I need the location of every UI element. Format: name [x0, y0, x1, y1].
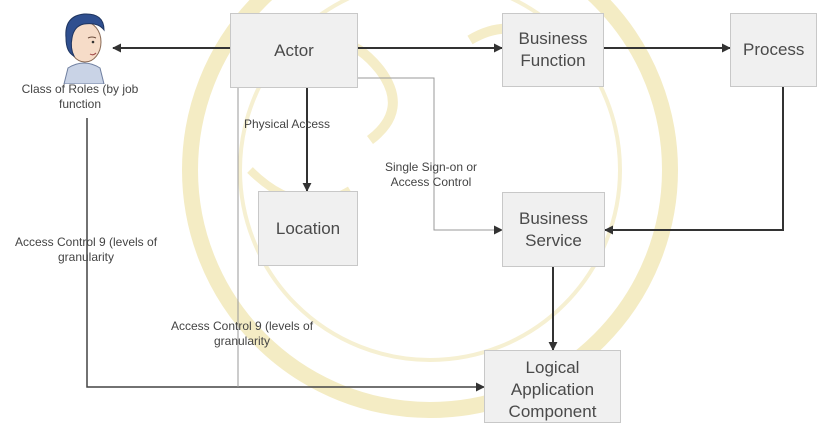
edge-label-access-control-center-line-2: granularity: [213, 334, 271, 348]
node-location-label: Location: [275, 218, 341, 238]
edge-label-access-control-left-line-1: Access Control 9 (levels of: [14, 235, 158, 249]
node-logical-application-component: Logical Application Component: [484, 350, 621, 423]
edge-label-access-control-left: Access Control 9 (levels of granularity: [0, 235, 172, 265]
node-business-service-line-1: Business: [519, 208, 588, 228]
node-actor: Actor: [230, 13, 358, 88]
node-process: Process: [730, 13, 817, 87]
edge-label-physical-access: Physical Access: [244, 117, 331, 131]
node-actor-label: Actor: [274, 40, 314, 60]
node-process-label: Process: [743, 40, 805, 59]
edge-process-to-business-service: [604, 87, 784, 235]
edge-role-to-lac: [86, 118, 485, 392]
node-lac-line-1: Logical: [525, 358, 580, 377]
node-business-function-line-1: Business: [518, 29, 588, 48]
role-figure-label: Class of Roles (by job function: [21, 82, 139, 111]
edge-label-single-sign-on-line-2: Access Control: [390, 175, 472, 189]
node-business-function-line-2: Function: [520, 51, 586, 70]
node-business-service: Business Service: [502, 192, 605, 267]
edge-label-access-control-center-line-1: Access Control 9 (levels of: [170, 319, 314, 333]
edge-label-single-sign-on: Single Sign-on or Access Control: [366, 160, 496, 190]
edge-actor-to-business-service: [358, 77, 503, 235]
edge-label-single-sign-on-line-1: Single Sign-on or: [384, 160, 478, 174]
person-icon: [63, 13, 105, 84]
node-location: Location: [258, 191, 358, 266]
node-business-service-line-2: Service: [525, 230, 582, 250]
edge-label-access-control-left-line-2: granularity: [57, 250, 115, 264]
node-business-function: Business Function: [502, 13, 604, 87]
edge-label-access-control-center: Access Control 9 (levels of granularity: [142, 319, 342, 349]
node-lac-line-3: Component: [508, 402, 597, 421]
node-lac-line-2: Application: [510, 380, 595, 399]
